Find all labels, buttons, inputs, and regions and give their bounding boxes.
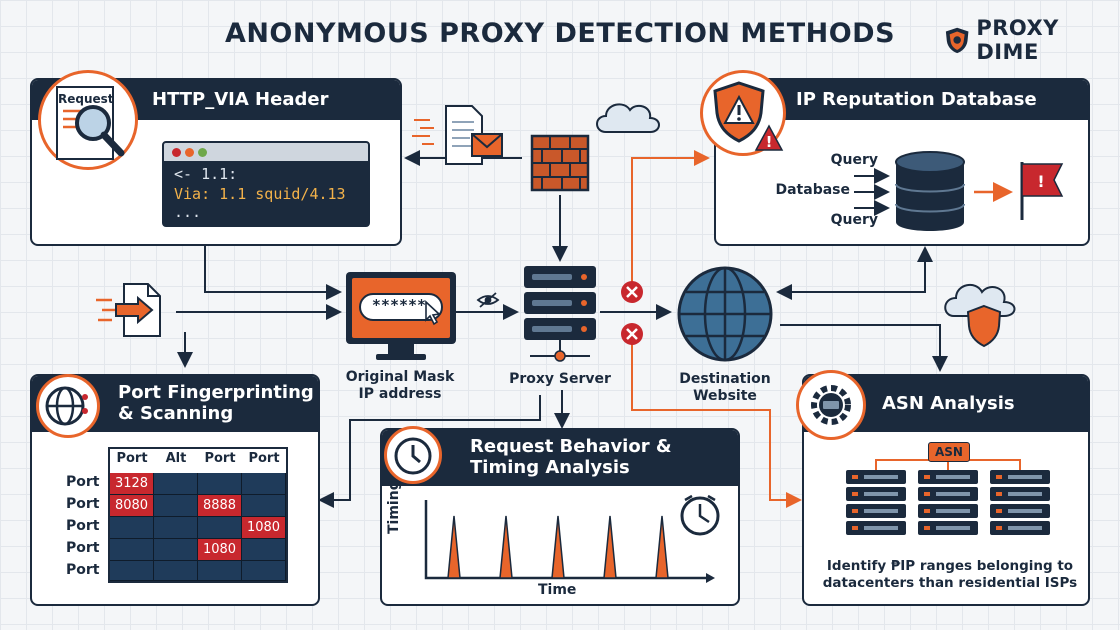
port-icon-badge <box>36 374 100 438</box>
port-row-label: Port <box>66 518 100 534</box>
timing-spike <box>551 515 565 579</box>
server-rack-icon <box>990 470 1050 535</box>
ip-reputation-row-3: Query <box>830 212 878 228</box>
block-x-icon <box>621 281 643 303</box>
proxy-server-icon <box>524 266 596 362</box>
port-scan-table: Port Alt Port Port 3128 8080 8888 1080 1… <box>108 447 288 583</box>
port-cell <box>198 561 242 581</box>
port-cell <box>110 539 154 561</box>
shield-warning-icon <box>713 81 765 143</box>
asn-badge: ASN <box>928 442 970 462</box>
timing-y-label: Timing <box>386 480 402 534</box>
port-cell <box>154 517 198 539</box>
port-cell: 8888 <box>198 495 242 517</box>
brand-name: PROXY DIME <box>976 16 1059 64</box>
port-cell <box>154 561 198 581</box>
timing-chart <box>424 494 720 583</box>
document-mail-icon <box>412 105 503 165</box>
timing-spike <box>499 515 513 579</box>
eye-hidden-icon <box>476 292 500 308</box>
timing-spike <box>447 515 461 579</box>
port-cell: 1080 <box>242 517 286 539</box>
cloud-icon <box>596 103 660 133</box>
port-col-header: Port <box>242 449 286 469</box>
port-cell <box>110 561 154 581</box>
timing-spike <box>603 515 617 579</box>
port-cell: 1080 <box>198 539 242 561</box>
warning-flag-icon: ! <box>1020 162 1064 220</box>
magnifier-document-icon <box>56 86 125 160</box>
port-cell <box>154 495 198 517</box>
port-cell: 3128 <box>110 473 154 495</box>
port-col-header: Port <box>198 449 242 469</box>
timing-analysis-title: Request Behavior & Timing Analysis <box>382 430 738 486</box>
timing-spike <box>655 515 669 579</box>
terminal-line-3: ... <box>174 203 202 221</box>
port-cell: 8080 <box>110 495 154 517</box>
port-row-label: Port <box>66 562 100 578</box>
monitor-password-icon <box>346 272 456 360</box>
timing-x-label: Time <box>538 582 577 598</box>
alert-triangle-icon: ! <box>754 124 784 151</box>
request-doc-label: Request <box>58 92 114 106</box>
port-cell <box>154 539 198 561</box>
asn-caption: Identify ₱IP ranges belonging to datacen… <box>822 558 1078 591</box>
port-cell <box>110 517 154 539</box>
stopwatch-icon <box>394 437 432 475</box>
proxy-server-label: Proxy Server <box>509 371 611 387</box>
port-row-label: Port <box>66 474 100 490</box>
globe-icon <box>677 266 773 362</box>
password-field-mask: ****** <box>371 296 427 314</box>
port-cell <box>154 473 198 495</box>
terminal-line-2: Via: 1.1 squid/4.13 <box>174 185 346 203</box>
svg-text:!: ! <box>766 133 773 151</box>
cloud-shield-icon <box>944 283 1016 348</box>
server-rack-icon <box>846 470 906 535</box>
brand-logo: PROXY DIME <box>944 16 1120 64</box>
timing-icon-badge <box>384 426 442 484</box>
page-title: ANONYMOUS PROXY DETECTION METHODS <box>224 18 896 49</box>
block-x-icon <box>621 323 643 345</box>
clock-icon <box>680 494 720 536</box>
port-cell <box>242 473 286 495</box>
svg-text:!: ! <box>1037 172 1044 191</box>
port-row-label: Port <box>66 496 100 512</box>
port-cell <box>242 561 286 581</box>
port-col-header: Port <box>110 449 154 469</box>
port-row-label: Port <box>66 540 100 556</box>
http-via-icon-badge <box>38 70 138 170</box>
destination-website-label: Destination Website <box>679 371 771 404</box>
ip-reputation-row-2: Database <box>775 182 850 198</box>
asn-icon-badge <box>796 370 866 440</box>
firewall-icon <box>530 134 590 192</box>
gear-network-icon <box>811 385 851 425</box>
port-cell <box>198 517 242 539</box>
terminal-window: <- 1.1: Via: 1.1 squid/4.13 ... <box>162 141 370 227</box>
ip-reputation-row-1: Query <box>830 152 878 168</box>
database-icon <box>895 151 965 231</box>
network-globe-icon <box>45 386 88 426</box>
port-cell <box>242 495 286 517</box>
port-cell <box>198 473 242 495</box>
port-cell <box>242 539 286 561</box>
terminal-line-1: <- 1.1: <box>174 165 238 183</box>
port-col-header: Alt <box>154 449 198 469</box>
incoming-request-icon <box>96 283 161 337</box>
shield-logo-icon <box>945 27 969 54</box>
original-mask-label: Original Mask IP address <box>345 369 455 402</box>
server-rack-icon <box>918 470 978 535</box>
